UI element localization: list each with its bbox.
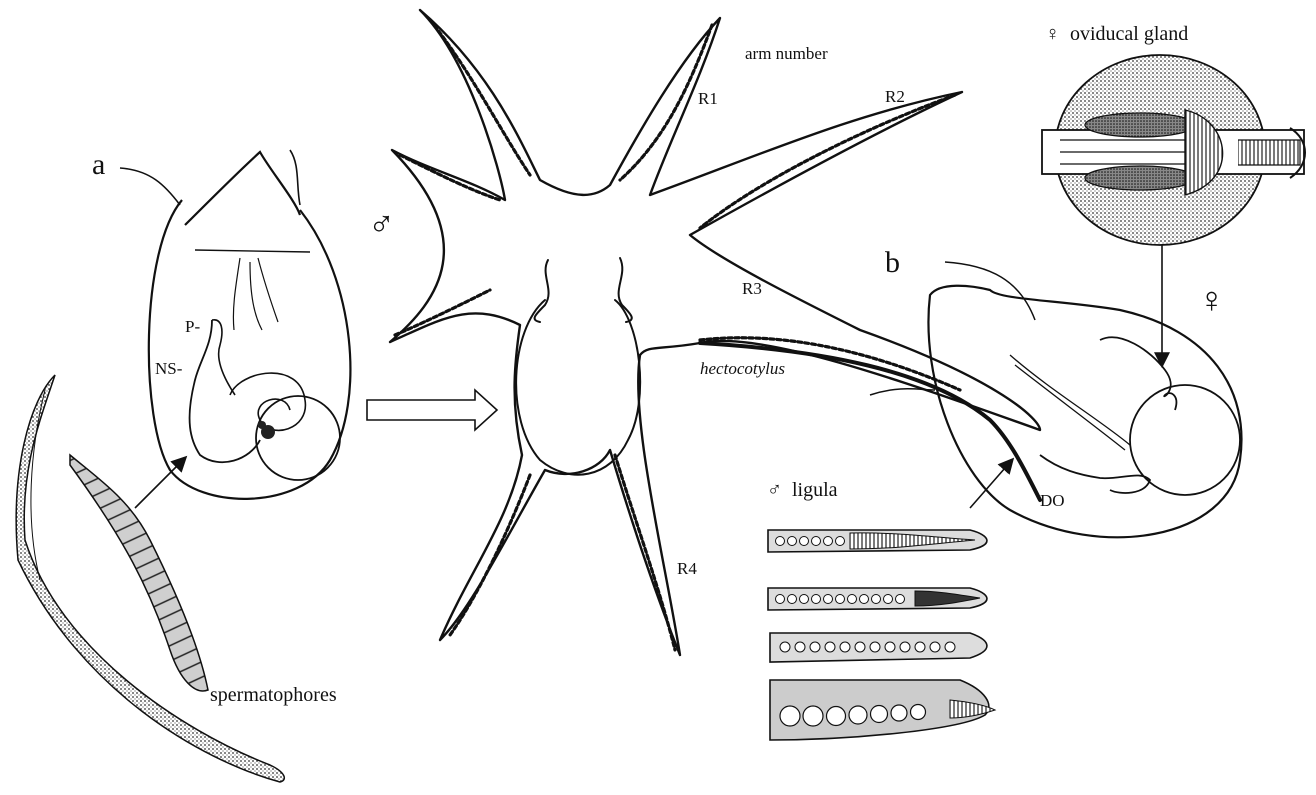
panel-b-ovary <box>1129 384 1241 496</box>
ligula-panels <box>767 529 997 741</box>
oviducal-gland-ribs <box>1184 109 1224 196</box>
arm-r1-label: R1 <box>698 89 718 108</box>
panel-b-label: b <box>885 246 900 279</box>
panel-a-needham-sac <box>188 319 261 464</box>
panel-b-diagram <box>869 261 1243 539</box>
octopus-mantle <box>515 299 642 476</box>
oviducal-gland-label: ♀ oviducal gland <box>1045 23 1189 45</box>
p-label: P- <box>185 317 201 336</box>
panel-b-oviduct-lower <box>1039 454 1152 494</box>
spermatophores-drawing <box>15 374 286 783</box>
octopus-eye-right <box>617 257 633 323</box>
panel-a-mantle-outline <box>147 199 352 500</box>
spermatophore-long <box>15 374 286 783</box>
ligula-pointer-arrow <box>969 457 1015 509</box>
arm-r2-label: R2 <box>885 87 905 106</box>
panel-a-pointer-arrow <box>134 455 188 509</box>
octopus-male-diagram <box>388 8 1042 657</box>
arm-number-label: arm number <box>745 44 828 63</box>
panel-a-head <box>184 150 302 226</box>
ligula-panel-4 <box>769 679 997 741</box>
hectocotylus-label: hectocotylus <box>700 359 785 378</box>
arm-suckers <box>393 18 962 652</box>
arm-r3-label: R3 <box>742 279 762 298</box>
ligula-panel-2 <box>767 587 988 611</box>
do-label: DO <box>1040 491 1065 510</box>
panel-a-label: a <box>92 148 106 181</box>
octopus-body-outline <box>388 8 1042 657</box>
female-symbol: ♀ <box>1198 280 1225 320</box>
spermatophore-short <box>69 453 209 692</box>
octopus-eye-left <box>533 259 550 323</box>
panel-b-oviduct-upper <box>1099 336 1178 411</box>
panel-a-gonad <box>255 395 341 481</box>
oviducal-gland-drawing <box>1041 54 1306 246</box>
flow-arrow-hollow <box>366 388 499 432</box>
ligula-panel-3 <box>769 632 988 663</box>
ligula-panel-1 <box>767 529 988 553</box>
hectocotylus-arm <box>698 341 1042 502</box>
ligula-label: ♂ ligula <box>767 479 838 501</box>
panel-b-mantle-outline <box>927 284 1243 539</box>
ns-label: NS- <box>155 359 183 378</box>
arm-r4-label: R4 <box>677 559 697 578</box>
male-symbol: ♂ <box>368 204 395 244</box>
spermatophores-label: spermatophores <box>210 684 337 706</box>
panel-a-diagram <box>119 149 352 500</box>
